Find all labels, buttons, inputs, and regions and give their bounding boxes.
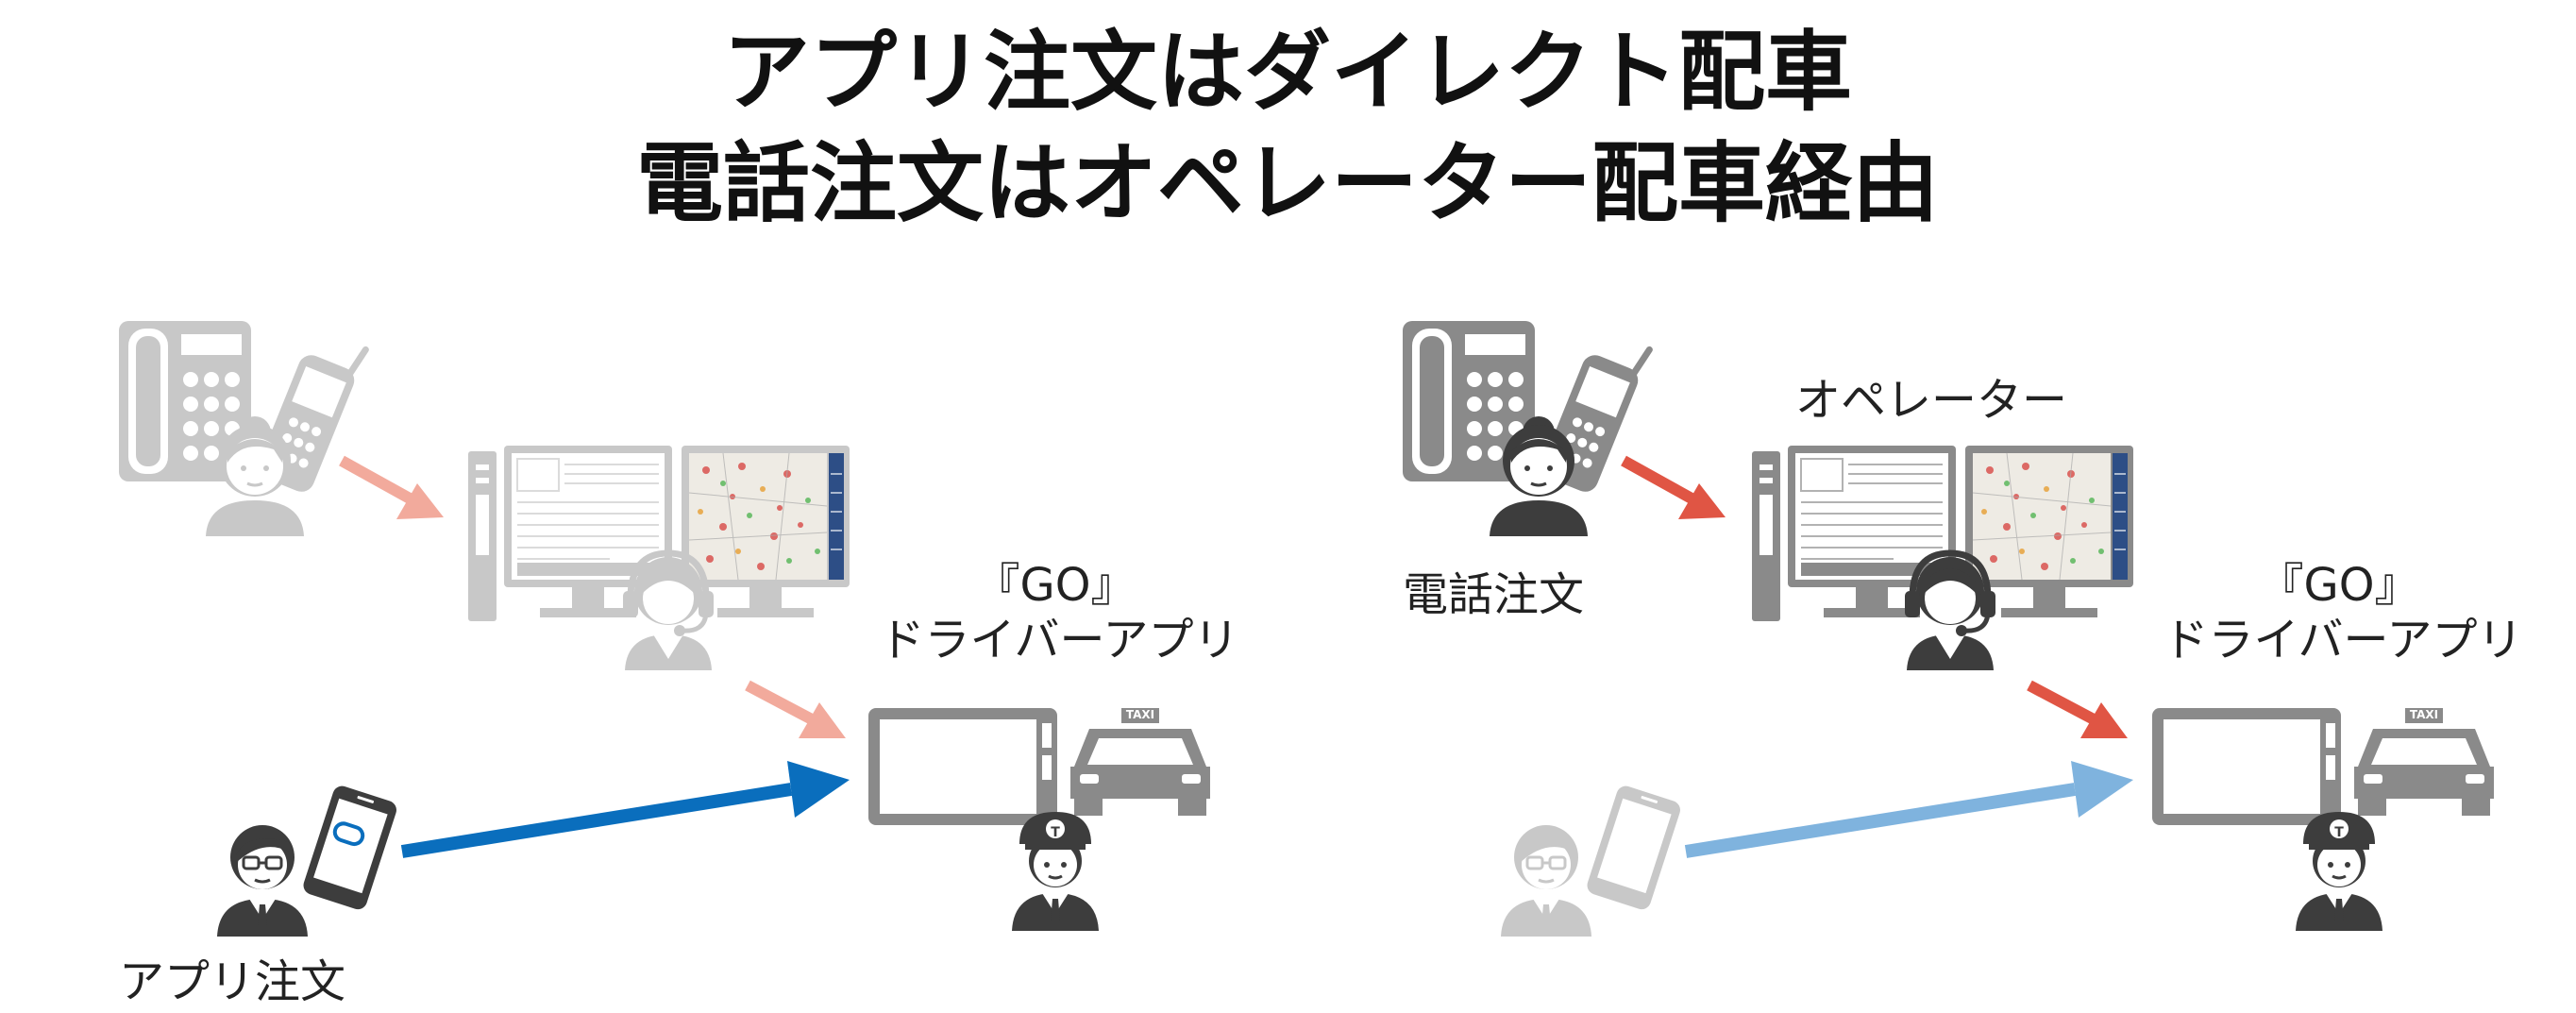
- arrow-caller-to-operator: [339, 455, 412, 504]
- arrowhead-caller-to-operator: [1678, 483, 1726, 519]
- driver-tablet-icon: [868, 708, 1057, 825]
- driver-tablet-icon: [2152, 708, 2341, 825]
- taxi-icon: [1070, 708, 1210, 816]
- arrow-app-to-tablet: [400, 783, 793, 858]
- arrowhead-app-to-tablet: [2071, 761, 2133, 818]
- taxi-sign: TAXI: [2410, 708, 2438, 721]
- phone-order-label: 電話注文: [1403, 568, 1584, 621]
- operator-icon: [623, 553, 714, 670]
- driver-app-label-line-2: ドライバーアプリ: [2163, 614, 2522, 667]
- right-panel: TAXI T オペレーター 電話注文 『GO』 ドライバーアプリ: [1403, 321, 2523, 938]
- arrow-operator-to-tablet: [2027, 680, 2096, 725]
- taxi-icon: [2354, 708, 2494, 816]
- title-line-1: アプリ注文はダイレクト配車: [723, 22, 1852, 123]
- passenger-icon: [215, 823, 310, 938]
- operator-icon: [1905, 553, 1995, 670]
- arrowhead-caller-to-operator: [396, 483, 444, 519]
- arrowhead-operator-to-tablet: [2080, 702, 2128, 738]
- arrow-operator-to-tablet: [745, 680, 815, 725]
- operator-label: オペレーター: [1795, 374, 2067, 427]
- arrowhead-operator-to-tablet: [799, 702, 846, 738]
- driver-app-label-line-2: ドライバーアプリ: [879, 614, 1238, 667]
- arrowhead-app-to-tablet: [787, 761, 850, 818]
- arrow-app-to-tablet: [1684, 783, 2077, 858]
- taxi-sign: TAXI: [1126, 708, 1154, 721]
- cap-badge: T: [2334, 825, 2344, 840]
- left-panel: TAXI T 『GO』 ドライバーアプリ アプリ注文: [119, 321, 1239, 1008]
- arrow-caller-to-operator: [1621, 455, 1694, 504]
- app-order-label: アプリ注文: [119, 955, 345, 1008]
- driver-app-label-line-1: 『GO』: [975, 559, 1136, 612]
- title-line-2: 電話注文はオペレーター配車経由: [636, 133, 1939, 234]
- passenger-icon: [1499, 823, 1593, 938]
- smartphone-icon: [1584, 784, 1683, 912]
- smartphone-icon: [300, 784, 399, 912]
- driver-app-label-line-1: 『GO』: [2259, 559, 2420, 612]
- cap-badge: T: [1051, 825, 1060, 840]
